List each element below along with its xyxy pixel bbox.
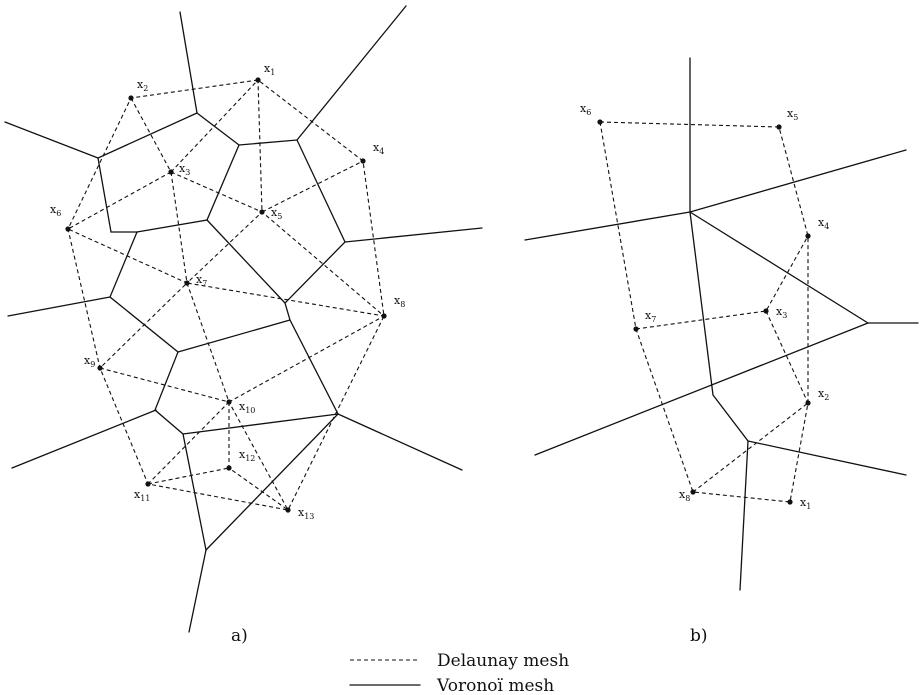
point-label-subscript: 2 [824,393,829,402]
panel-a-voronoi-mesh [4,5,483,633]
point-label-subscript: 3 [185,168,190,177]
point-label-base: x [298,506,305,519]
point-marker [381,313,387,319]
point-marker [805,233,811,239]
point-marker [776,124,782,130]
point-label: x6 [580,102,591,117]
point-marker [690,489,696,495]
point-marker [168,169,174,175]
point-label-subscript: 8 [685,494,690,503]
point-label-subscript: 6 [56,209,61,218]
point-label: x3 [179,162,190,177]
point-label-base: x [373,141,380,154]
point-label-base: x [645,309,652,322]
panel-a-delaunay-mesh [66,78,386,511]
point-label: x9 [84,354,95,369]
point-label: x4 [818,216,829,231]
point-label-subscript: 11 [140,494,150,503]
point-label: x13 [298,506,314,521]
point-label-base: x [134,488,141,501]
point-label-base: x [800,496,807,509]
point-label-base: x [179,162,186,175]
point-label: x1 [264,62,275,77]
point-label: x12 [239,448,255,463]
point-label-base: x [787,107,794,120]
panel-b-voronoi-mesh [524,57,919,591]
point-label-subscript: 5 [793,113,798,122]
point-label-subscript: 4 [824,222,829,231]
point-label-base: x [818,216,825,229]
point-label-subscript: 8 [400,300,405,309]
point-label-base: x [239,400,246,413]
point-label: x4 [373,141,384,156]
point-label: x8 [394,294,405,309]
point-label: x11 [134,488,150,503]
point-label: x7 [645,309,656,324]
point-marker [285,507,291,513]
point-marker [805,400,811,406]
point-label-base: x [818,387,825,400]
panel-a [4,5,483,633]
point-label-subscript: 1 [270,68,275,77]
point-label-base: x [580,102,587,115]
point-label-subscript: 10 [245,406,255,415]
point-label-subscript: 2 [143,84,148,93]
point-label: x5 [787,107,798,122]
point-label: x2 [818,387,829,402]
point-label: x6 [50,203,61,218]
point-label-base: x [776,305,783,318]
point-marker [184,280,190,286]
point-label: x1 [800,496,811,511]
point-label: x10 [239,400,255,415]
point-label-subscript: 5 [277,212,282,221]
panel-a-caption: a) [231,626,248,646]
point-marker [145,481,151,487]
point-label-subscript: 3 [782,311,787,320]
point-label: x8 [679,488,690,503]
point-marker [226,399,232,405]
legend-delaunay-label: Delaunay mesh [437,651,569,671]
point-label-subscript: 9 [90,360,95,369]
point-marker [259,209,265,215]
point-marker [763,308,769,314]
point-label-base: x [50,203,57,216]
point-label-base: x [271,206,278,219]
point-label-base: x [679,488,686,501]
point-marker [597,119,603,125]
point-label-subscript: 12 [245,454,255,463]
point-label-subscript: 7 [202,279,207,288]
point-label: x7 [196,273,207,288]
point-marker [360,158,366,164]
point-marker [255,77,261,83]
point-label-base: x [196,273,203,286]
point-label-subscript: 6 [586,108,591,117]
point-marker [128,95,134,101]
panel-b-caption: b) [690,626,708,646]
point-label: x5 [271,206,282,221]
legend: Delaunay mesh Voronoï mesh [349,651,569,695]
point-label-base: x [264,62,271,75]
panel-b-delaunay-mesh [599,121,809,503]
point-marker [226,465,232,471]
point-label-base: x [84,354,91,367]
point-label-base: x [137,78,144,91]
point-marker [65,226,71,232]
point-label-subscript: 13 [304,512,314,521]
point-label-subscript: 1 [806,502,811,511]
point-label: x2 [137,78,148,93]
point-label: x3 [776,305,787,320]
panel-b [524,57,919,591]
point-label-subscript: 4 [379,147,384,156]
point-marker [633,326,639,332]
point-marker [97,365,103,371]
legend-voronoi-label: Voronoï mesh [436,676,554,695]
point-label-subscript: 7 [651,315,656,324]
point-marker [787,499,793,505]
point-label-base: x [239,448,246,461]
point-label-base: x [394,294,401,307]
